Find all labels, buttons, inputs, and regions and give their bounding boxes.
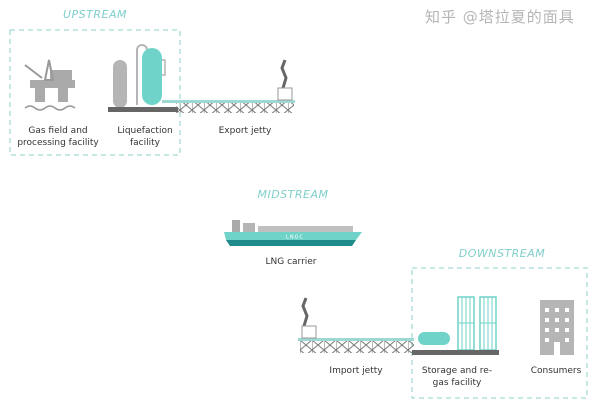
upstream-box xyxy=(9,29,181,156)
export-jetty-label: Export jetty xyxy=(218,126,272,136)
gas-field-label-line2: processing facility xyxy=(17,138,99,148)
lng-carrier-ship-icon: LNGC xyxy=(224,220,362,246)
gas-field-label: Gas field and processing facility xyxy=(17,125,98,149)
upstream-heading: UPSTREAM xyxy=(63,8,127,21)
oil-rig-icon xyxy=(24,59,76,111)
storage-label-line2: gas facility xyxy=(432,378,482,388)
export-jetty-icon xyxy=(162,59,295,113)
import-jetty-icon xyxy=(298,297,414,353)
storage-label: Storage and re-gas facility xyxy=(422,365,492,389)
liquefaction-label-line1: Liquefaction xyxy=(117,126,173,136)
gas-field-label-line1: Gas field and xyxy=(28,126,88,136)
liquefaction-label-line2: facility xyxy=(130,138,160,148)
midstream-heading: MIDSTREAM xyxy=(257,188,329,201)
downstream-heading: DOWNSTREAM xyxy=(458,247,546,260)
liquefaction-label: Liquefaction facility xyxy=(117,125,172,149)
import-jetty-label: Import jetty xyxy=(329,366,383,376)
liquefaction-plant-icon xyxy=(108,44,178,112)
building-icon xyxy=(540,300,574,355)
downstream-box xyxy=(411,267,588,399)
lng-carrier-label: LNG carrier xyxy=(265,257,317,267)
watermark: 知乎 @塔拉夏的面具 xyxy=(425,8,575,26)
storage-label-line1: Storage and re- xyxy=(421,366,493,376)
storage-regas-icon xyxy=(412,296,499,355)
consumers-label: Consumers xyxy=(530,366,582,376)
ship-name-label: LNGC xyxy=(286,235,304,241)
